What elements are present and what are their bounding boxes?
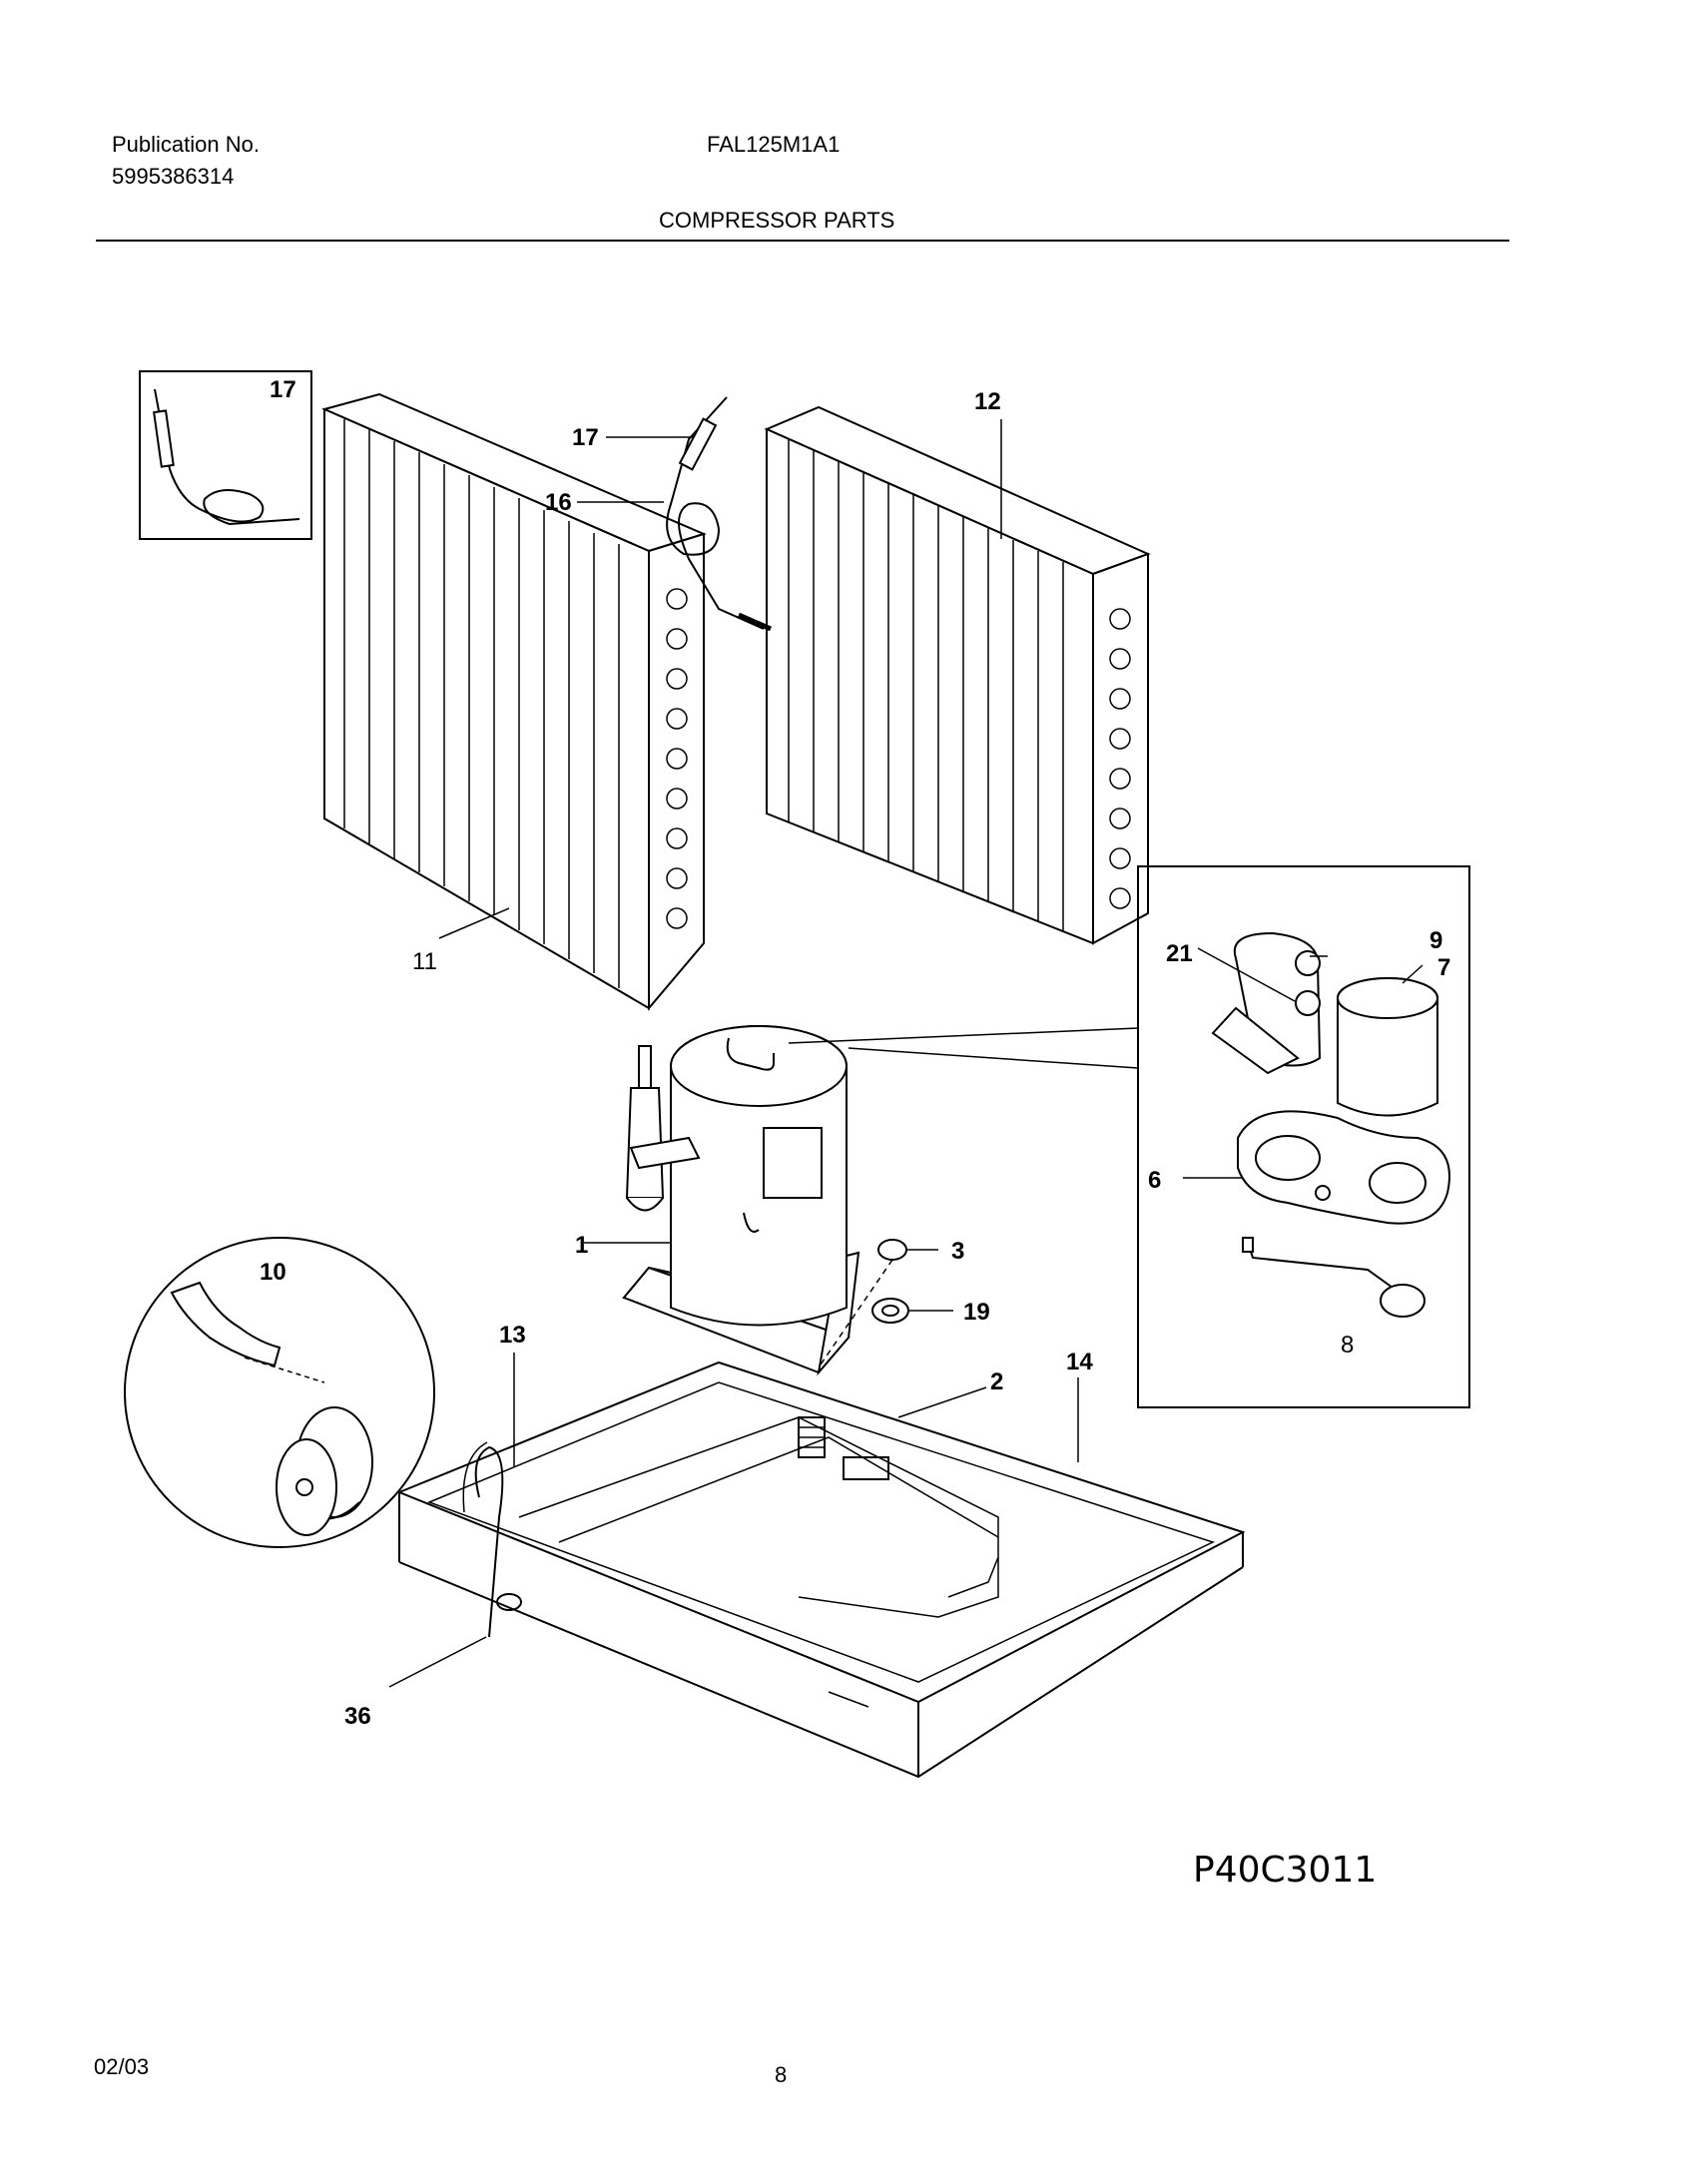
base-pan (396, 1361, 1246, 1779)
header-rule (96, 240, 1509, 242)
callout-36: 36 (344, 1703, 371, 1730)
callout-13: 13 (499, 1322, 526, 1349)
footer-date: 02/03 (94, 2054, 150, 2079)
callout-16: 16 (545, 489, 572, 516)
callout-1: 1 (575, 1232, 588, 1259)
thermistor-inset (139, 370, 312, 540)
callout-11: 11 (412, 948, 437, 975)
leader-lines (388, 419, 1423, 1688)
sensor-16-17 (666, 396, 773, 632)
callout-17: 17 (572, 424, 599, 451)
callout-21: 21 (1166, 940, 1193, 967)
callout-8: 8 (1341, 1332, 1354, 1359)
section-title: COMPRESSOR PARTS (659, 208, 895, 233)
model-number: FAL125M1A1 (707, 132, 841, 157)
compressor-1 (622, 1025, 1139, 1376)
coil-12 (764, 405, 1151, 945)
grommet-2 (798, 1416, 889, 1480)
coil-11 (321, 392, 707, 1011)
callout-3: 3 (951, 1238, 964, 1265)
clamp-inset-10 (124, 1237, 435, 1548)
callout-7: 7 (1437, 954, 1450, 981)
publication-label: Publication No. (112, 132, 260, 157)
callout-9: 9 (1429, 927, 1442, 954)
callout-14: 14 (1066, 1349, 1093, 1375)
diagram-code: P40C3011 (1193, 1850, 1377, 1891)
page-number: 8 (775, 2062, 788, 2087)
callout-12: 12 (974, 388, 1001, 415)
callout-6: 6 (1148, 1167, 1161, 1194)
electrical-parts-inset (1137, 865, 1470, 1408)
callout-2: 2 (990, 1368, 1003, 1395)
callout-17-inset: 17 (270, 376, 296, 403)
publication-number: 5995386314 (112, 164, 235, 189)
callout-10: 10 (260, 1259, 286, 1286)
callout-19: 19 (963, 1299, 990, 1326)
nut-washer (818, 1239, 909, 1368)
